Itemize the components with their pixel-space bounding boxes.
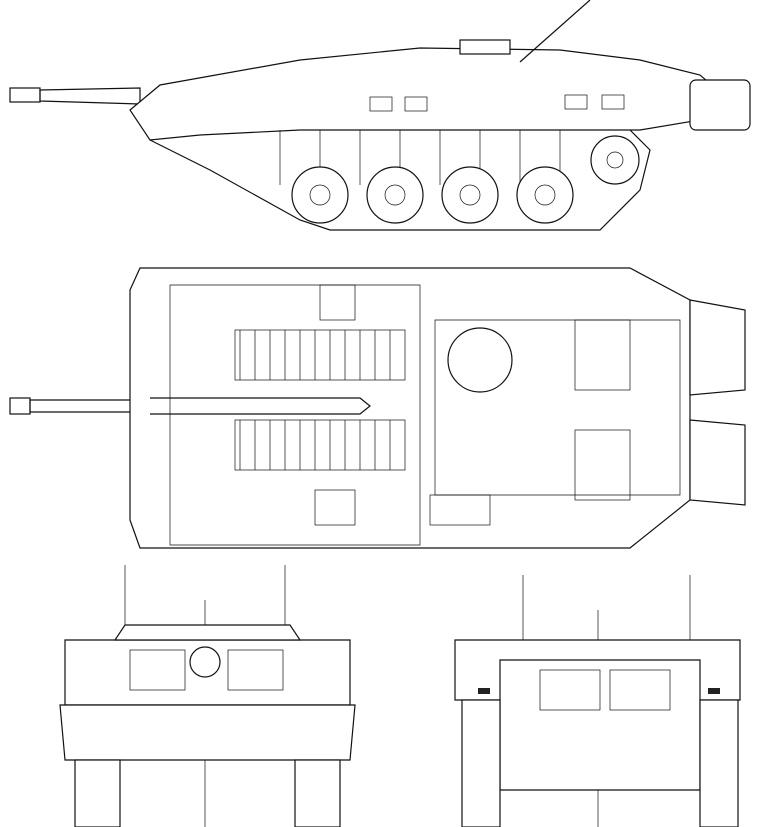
side-view: [9, 0, 751, 231]
track-left: [74, 759, 121, 827]
top-view: [9, 267, 746, 549]
rear-view: [454, 575, 741, 827]
gun-mantlet: [189, 646, 221, 678]
cupola-top: [447, 327, 513, 393]
track-right: [294, 759, 341, 827]
gun-barrel: [39, 87, 141, 105]
gun-muzzle: [9, 87, 41, 103]
hull-side: [129, 47, 721, 141]
front-view: [59, 565, 356, 827]
rear-box-left: [689, 299, 746, 396]
rear-box-right: [689, 419, 746, 506]
antenna: [519, 0, 591, 63]
road-wheels: [291, 135, 640, 224]
track-left-rear: [461, 699, 501, 827]
hull-top: [129, 267, 691, 549]
rear-box: [689, 79, 751, 131]
commander-cupola: [459, 39, 511, 55]
track-right-rear: [699, 699, 739, 827]
